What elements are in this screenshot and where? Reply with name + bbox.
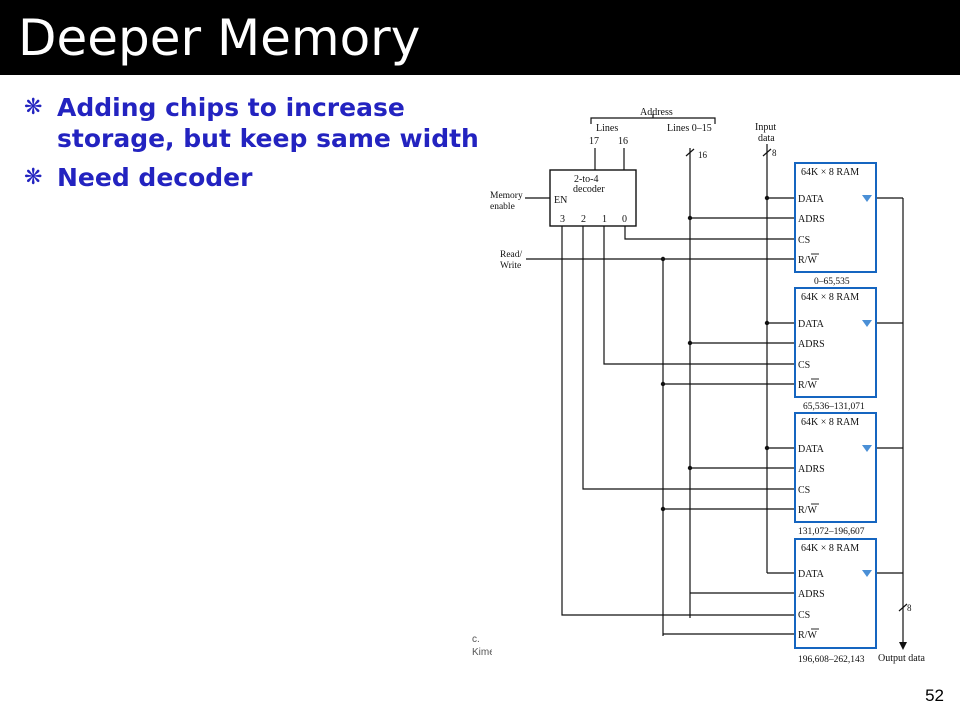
bullet-item: ❋ Need decoder [24,162,484,193]
ram-chip-title: 64K × 8 RAM [801,292,859,303]
pin-rw: R/W [798,380,817,391]
memory-expansion-diagram: Address Lines Lines 0–15 17 16 16 Input … [490,107,925,665]
credit-fragment: c. Kime [472,633,492,659]
ram-chip-1: 64K × 8 RAM DATA ADRS CS R/W 0–65,535 [660,162,877,287]
line-17-label: 17 [589,136,599,147]
ram-chip-box [794,162,877,273]
bullet-item: ❋ Adding chips to increase storage, but … [24,92,484,154]
line-16-label: 16 [618,136,628,147]
decoder-enable-label: EN [554,195,567,206]
tristate-triangle-icon [862,570,872,577]
decoder-block [549,169,637,227]
credit-line: c. [472,634,480,645]
ram-chip-title: 64K × 8 RAM [801,543,859,554]
ram-chip-range: 0–65,535 [814,277,850,287]
pin-adrs: ADRS [798,464,825,475]
ram-chip-title: 64K × 8 RAM [801,167,859,178]
tristate-triangle-icon [862,195,872,202]
pin-cs: CS [798,485,810,496]
slide-title: Deeper Memory [18,9,421,67]
read-write-label: Read/ [500,250,523,260]
bullet-text: Adding chips to increase storage, but ke… [57,93,479,153]
ram-chip-box [794,412,877,523]
pin-cs: CS [798,360,810,371]
ram-chip-range: 131,072–196,607 [798,527,865,537]
decoder-output-label: 1 [602,214,607,225]
ram-chip-title: 64K × 8 RAM [801,417,859,428]
ram-chip-range: 65,536–131,071 [803,402,865,412]
bullet-list: ❋ Adding chips to increase storage, but … [24,92,484,201]
memory-enable-label: enable [490,202,515,212]
pin-rw: R/W [798,630,817,641]
pin-rw: R/W [798,505,817,516]
input-data-label: data [758,133,775,144]
asterisk-bullet-icon: ❋ [24,95,43,120]
read-write-bus [526,258,664,636]
pin-cs: CS [798,610,810,621]
ram-chip-4: 64K × 8 RAM DATA ADRS CS R/W 196,608–262… [663,538,877,665]
lines-label: Lines [596,123,618,134]
decoder-output-label: 2 [581,214,586,225]
asterisk-bullet-icon: ❋ [24,165,43,190]
decoder-output-label: 3 [560,214,565,225]
input-data-label: Input [755,122,776,133]
pin-data: DATA [798,444,825,455]
title-bar: Deeper Memory [0,0,960,75]
decoder-label: 2-to-4 [574,174,598,185]
pin-data: DATA [798,194,825,205]
credit-line: Kime [472,647,492,658]
bullet-text: Need decoder [57,163,253,192]
lines-low-label: Lines 0–15 [667,123,712,134]
read-write-label: Write [500,261,521,271]
tristate-triangle-icon [862,445,872,452]
bus-width-8: 8 [772,148,777,158]
output-bus-width: 8 [907,603,912,613]
pin-adrs: ADRS [798,339,825,350]
address-wires [594,144,772,618]
decoder-label: decoder [573,184,605,195]
tristate-triangle-icon [862,320,872,327]
ram-chip-2: 64K × 8 RAM DATA ADRS CS R/W 65,536–131,… [660,287,877,412]
memory-enable-label: Memory [490,191,523,201]
pin-adrs: ADRS [798,214,825,225]
ram-chip-3: 64K × 8 RAM DATA ADRS CS R/W 131,072–196… [660,412,877,537]
output-data-label: Output data [878,653,925,664]
pin-data: DATA [798,569,825,580]
bus-width-16: 16 [698,150,708,160]
output-arrow-icon [899,642,907,650]
pin-adrs: ADRS [798,589,825,600]
pin-rw: R/W [798,255,817,266]
chip-select-wires [561,226,795,616]
page-number: 52 [925,686,944,705]
pin-cs: CS [798,235,810,246]
ram-chip-box [794,538,877,649]
address-label: Address [640,107,673,118]
ram-chip-range: 196,608–262,143 [798,655,865,665]
pin-data: DATA [798,319,825,330]
ram-chip-box [794,287,877,398]
address-bus-bracket [590,114,716,124]
decoder-output-label: 0 [622,214,627,225]
output-bus [876,197,908,648]
